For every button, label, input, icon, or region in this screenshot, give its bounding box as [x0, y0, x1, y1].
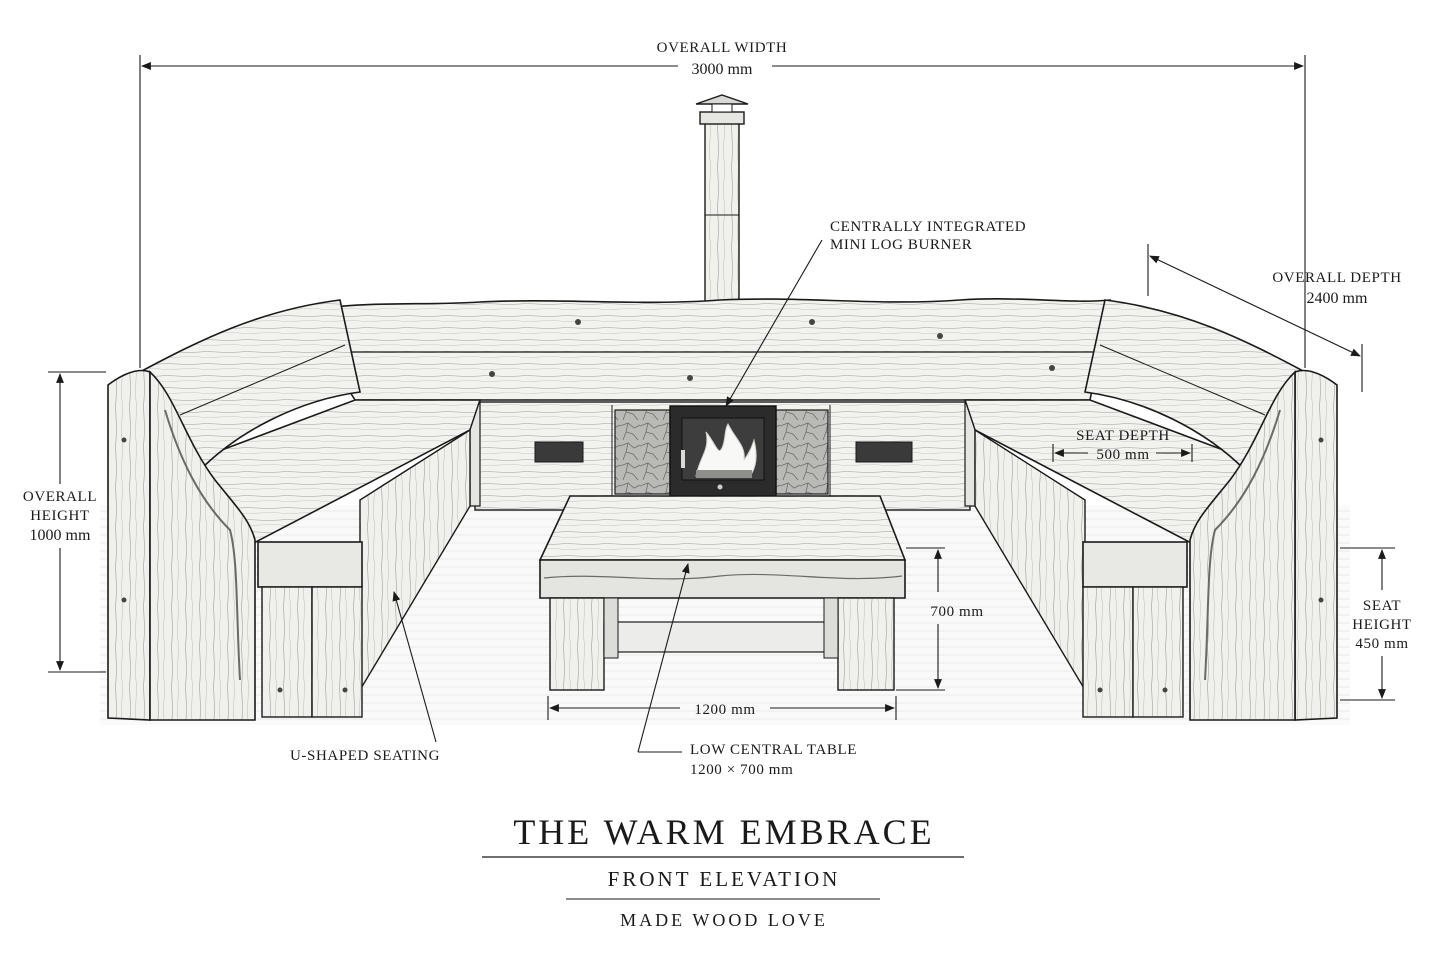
seat-depth-dimension	[1052, 444, 1193, 462]
right-seating	[963, 299, 1338, 721]
seating-callout-line1: U-SHAPED SEATING	[290, 748, 440, 764]
seat-depth-label: SEAT DEPTH	[1076, 428, 1170, 444]
overall-height-label-2: HEIGHT	[30, 508, 89, 524]
overall-height-label-1: OVERALL	[23, 489, 97, 505]
overall-depth-dimension	[1147, 244, 1363, 392]
log-burner	[614, 405, 829, 497]
right-vent	[855, 441, 913, 463]
seating-callout	[392, 591, 437, 743]
drawing-title: THE WARM EMBRACE	[513, 812, 934, 852]
table-callout-line2: 1200 × 700 mm	[690, 762, 793, 778]
chimney-flue	[695, 94, 749, 305]
seat-height-dimension	[1340, 547, 1395, 701]
overall-depth-label: OVERALL DEPTH	[1272, 270, 1401, 286]
left-vent	[534, 441, 584, 463]
seat-height-label-2: HEIGHT	[1352, 617, 1411, 633]
overall-width-label: OVERALL WIDTH	[657, 40, 788, 56]
back-rest	[298, 298, 1111, 401]
table-depth-dimension	[896, 547, 945, 691]
drawing-subtitle: FRONT ELEVATION	[608, 867, 841, 891]
burner-callout-line2: MINI LOG BURNER	[830, 237, 972, 253]
overall-height-dimension	[48, 371, 106, 673]
table-width-dimension	[547, 696, 897, 720]
table-depth-value: 700 mm	[930, 604, 983, 620]
table-width-value: 1200 mm	[694, 702, 755, 718]
overall-width-dimension	[139, 55, 1306, 368]
left-seating	[107, 299, 482, 721]
brand-name: MADE WOOD LOVE	[620, 910, 828, 930]
flames-icon	[695, 423, 757, 477]
seat-depth-value: 500 mm	[1096, 447, 1149, 463]
overall-depth-value: 2400 mm	[1307, 290, 1368, 307]
overall-width-value: 3000 mm	[692, 61, 753, 78]
burner-callout	[725, 239, 823, 407]
table-callout-line1: LOW CENTRAL TABLE	[690, 742, 857, 758]
burner-callout-line1: CENTRALLY INTEGRATED	[830, 219, 1026, 235]
seat-height-label-1: SEAT	[1363, 598, 1401, 614]
overall-height-value: 1000 mm	[30, 527, 91, 544]
seat-height-value: 450 mm	[1355, 636, 1408, 652]
central-table	[538, 495, 907, 691]
table-callout	[637, 563, 690, 753]
